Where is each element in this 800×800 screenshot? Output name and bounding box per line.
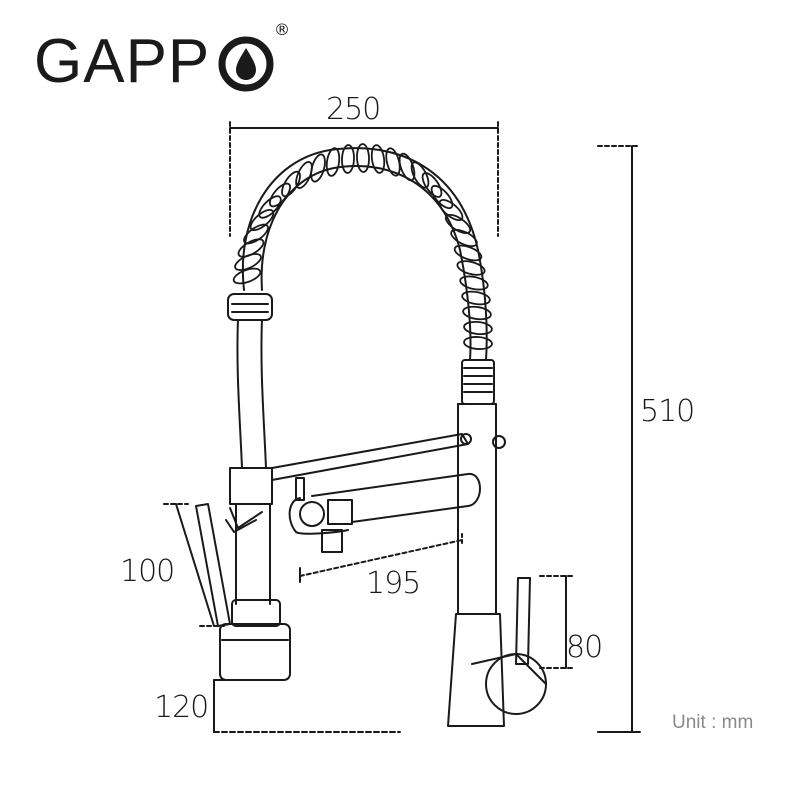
spray-holder	[225, 467, 273, 533]
unit-label: Unit : mm	[672, 712, 754, 733]
dim-label-lever: 80	[566, 630, 603, 665]
upper-arm	[271, 433, 472, 481]
dimension-line-base	[213, 679, 401, 733]
dim-label-height: 510	[640, 394, 695, 429]
dimension-line-width	[229, 121, 499, 237]
spring-coil	[232, 143, 493, 361]
brand-logo-text: GAPP	[34, 27, 211, 96]
pillar-threaded-section	[461, 359, 495, 405]
registered-mark: ®	[274, 20, 290, 39]
dimension-line-lever	[539, 575, 573, 669]
main-pillar	[457, 403, 506, 615]
dim-label-handle: 100	[120, 554, 175, 589]
water-drop-icon	[218, 36, 274, 92]
left-lever	[195, 503, 231, 627]
dimension-line-reach	[299, 533, 463, 583]
dim-label-width: 250	[326, 92, 381, 127]
dimension-line-height	[597, 145, 641, 733]
dim-label-base: 120	[154, 690, 209, 725]
lower-spout-arm	[288, 472, 481, 553]
right-base	[447, 577, 547, 727]
spray-head-collar	[227, 293, 273, 321]
left-base	[219, 623, 291, 681]
dim-label-reach: 195	[366, 566, 421, 601]
spray-hose	[236, 319, 267, 469]
holder-stem	[231, 503, 281, 627]
